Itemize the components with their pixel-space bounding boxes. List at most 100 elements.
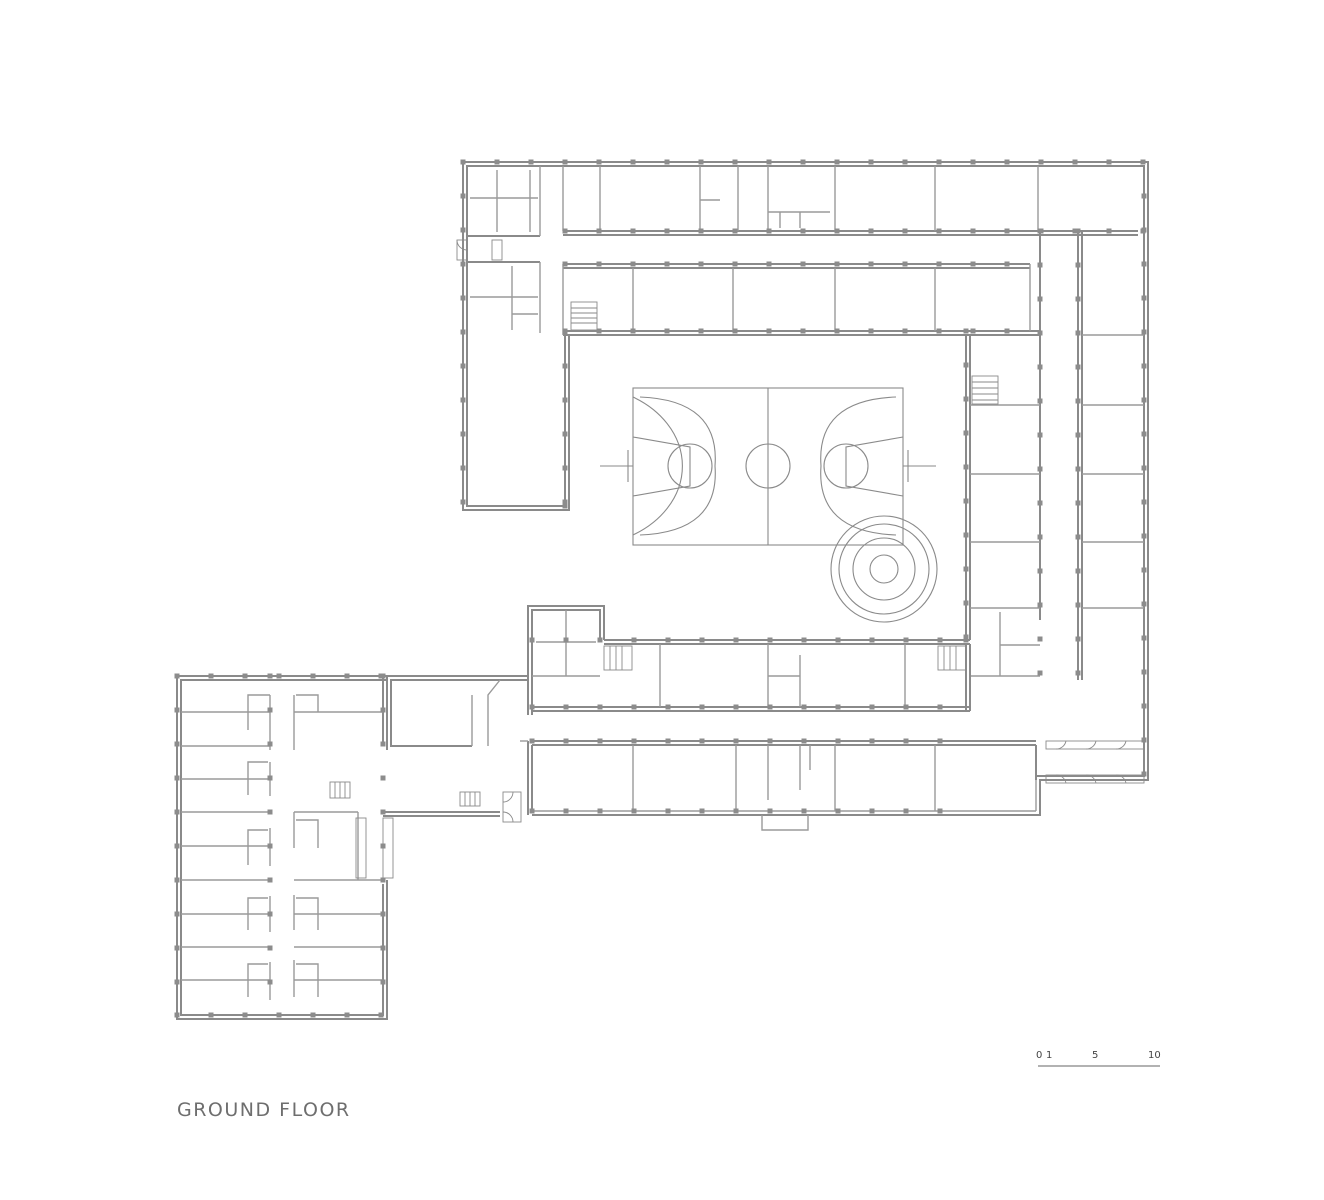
east-wing-rooms [965, 231, 1144, 680]
column-marker [902, 228, 908, 234]
column-marker [174, 775, 180, 781]
column-marker [596, 328, 602, 334]
column-marker [834, 328, 840, 334]
column-marker [1037, 568, 1043, 574]
column-marker [733, 738, 739, 744]
column-marker [267, 945, 273, 951]
column-marker [665, 738, 671, 744]
column-marker [1075, 466, 1081, 472]
column-marker [869, 808, 875, 814]
column-marker [378, 1012, 384, 1018]
column-marker [1075, 296, 1081, 302]
column-marker [732, 159, 738, 165]
column-marker [801, 738, 807, 744]
column-marker [835, 808, 841, 814]
column-marker [1037, 432, 1043, 438]
column-marker [1075, 534, 1081, 540]
column-marker [766, 328, 772, 334]
column-marker [664, 228, 670, 234]
column-marker [970, 228, 976, 234]
column-marker [733, 637, 739, 643]
column-marker [1141, 193, 1147, 199]
column-marker [1141, 601, 1147, 607]
scale-label-0: 0 [1036, 1050, 1042, 1061]
column-marker [698, 328, 704, 334]
column-marker [310, 1012, 316, 1018]
column-marker [800, 261, 806, 267]
column-marker [597, 738, 603, 744]
column-marker [732, 228, 738, 234]
link-block [383, 675, 528, 817]
north-wing-outer-walls [462, 161, 1149, 816]
column-marker [1141, 329, 1147, 335]
column-marker [903, 637, 909, 643]
column-marker [380, 843, 386, 849]
column-marker [208, 673, 214, 679]
column-marker [902, 328, 908, 334]
column-marker [766, 228, 772, 234]
north-classrooms [562, 166, 1138, 236]
column-marker [970, 328, 976, 334]
column-marker [562, 363, 568, 369]
column-marker [529, 637, 535, 643]
column-marker [174, 843, 180, 849]
column-marker [963, 634, 969, 640]
column-marker [963, 600, 969, 606]
column-marker [460, 193, 466, 199]
column-marker [800, 159, 806, 165]
column-marker [963, 362, 969, 368]
column-marker [733, 704, 739, 710]
column-marker [562, 261, 568, 267]
column-marker [174, 741, 180, 747]
column-marker [1004, 228, 1010, 234]
column-marker [630, 228, 636, 234]
column-marker [378, 673, 384, 679]
column-marker [834, 159, 840, 165]
column-marker [344, 673, 350, 679]
column-marker [1037, 262, 1043, 268]
column-marker [1075, 262, 1081, 268]
column-marker [460, 363, 466, 369]
column-marker [1141, 635, 1147, 641]
column-marker [1075, 398, 1081, 404]
column-marker [460, 397, 466, 403]
column-marker [868, 159, 874, 165]
column-marker [344, 1012, 350, 1018]
column-marker [936, 228, 942, 234]
column-marker [460, 329, 466, 335]
stair-wing [329, 781, 351, 799]
column-marker [563, 808, 569, 814]
column-marker [1037, 364, 1043, 370]
column-marker [380, 741, 386, 747]
column-marker [1037, 398, 1043, 404]
column-marker [903, 738, 909, 744]
column-marker [267, 673, 273, 679]
column-marker [869, 637, 875, 643]
plan-title: GROUND FLOOR [177, 1099, 351, 1121]
structural-columns [174, 159, 1147, 1018]
column-marker [1141, 397, 1147, 403]
column-marker [174, 809, 180, 815]
central-block [527, 605, 971, 715]
column-marker [630, 159, 636, 165]
column-marker [460, 159, 466, 165]
column-marker [937, 637, 943, 643]
column-marker [699, 637, 705, 643]
column-marker [562, 431, 568, 437]
column-marker [733, 808, 739, 814]
column-marker [460, 431, 466, 437]
column-marker [732, 328, 738, 334]
gym-hall [568, 336, 970, 645]
column-marker [563, 637, 569, 643]
column-marker [767, 738, 773, 744]
column-marker [1141, 499, 1147, 505]
column-marker [699, 704, 705, 710]
column-marker [1141, 533, 1147, 539]
column-marker [1141, 295, 1147, 301]
column-marker [276, 1012, 282, 1018]
column-marker [267, 809, 273, 815]
column-marker [276, 673, 282, 679]
column-marker [528, 159, 534, 165]
column-marker [834, 228, 840, 234]
column-marker [732, 261, 738, 267]
